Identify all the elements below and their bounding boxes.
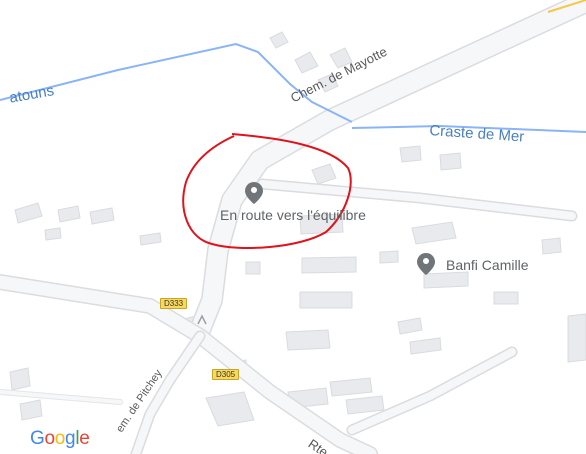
place-label-banfi-camille[interactable]: Banfi Camille: [446, 257, 529, 273]
highway-edge: [547, 0, 586, 13]
buildings: [9, 31, 586, 427]
place-label-en-route[interactable]: En route vers l'équilibre: [220, 207, 366, 223]
map-pin-icon[interactable]: [417, 253, 435, 275]
google-logo: Google: [30, 428, 90, 450]
logo-letter: o: [44, 428, 55, 449]
one-way-arrow-icon: [197, 314, 207, 325]
route-shield-d333: D333: [160, 298, 188, 309]
map-pin-icon[interactable]: [245, 182, 263, 204]
logo-letter: o: [54, 428, 66, 449]
logo-letter: g: [65, 428, 76, 449]
waterways: [0, 42, 586, 133]
route-shield-d305: D305: [212, 369, 240, 380]
logo-letter: G: [30, 428, 45, 449]
logo-letter: l: [75, 428, 80, 449]
red-circle-annotation: [182, 133, 352, 249]
logo-letter: e: [79, 428, 90, 449]
